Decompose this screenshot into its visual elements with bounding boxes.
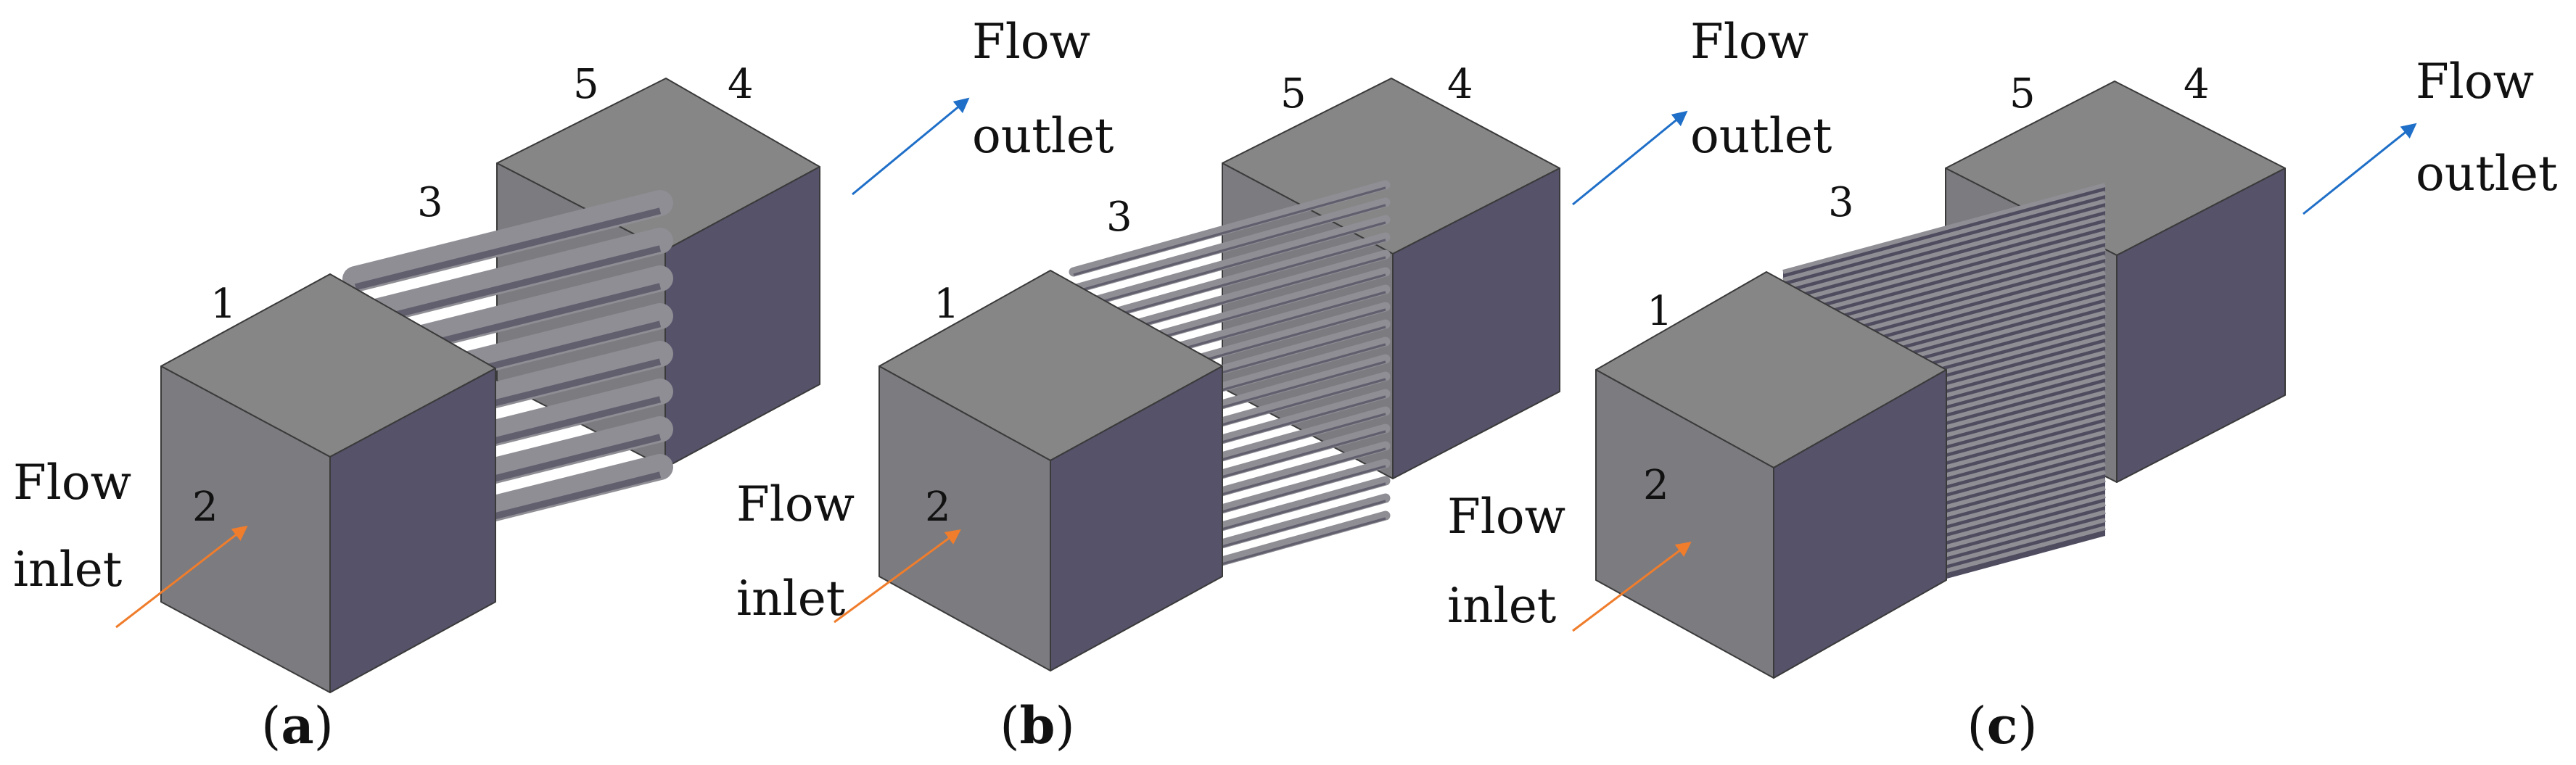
inlet-label-line2: inlet [13, 542, 122, 597]
panel-c: 1 2 3 4 5 Flow inlet Flow outlet (c) [1447, 54, 2557, 756]
outlet-arrow [2303, 123, 2417, 215]
label-5: 5 [573, 61, 599, 108]
label-4: 4 [728, 61, 754, 108]
outlet-arrow [852, 97, 970, 196]
label-5: 5 [2009, 70, 2036, 117]
tube [1069, 232, 1391, 329]
label-1: 1 [1647, 288, 1673, 335]
tube-shadow [354, 207, 662, 291]
inlet-box-side-face [1050, 365, 1223, 671]
outlet-label-line2: outlet [2416, 146, 2557, 202]
inlet-box-b [878, 270, 1223, 671]
tube [342, 190, 673, 292]
inlet-label-line2: inlet [736, 571, 845, 627]
label-4: 4 [2184, 61, 2210, 108]
label-2: 2 [192, 484, 218, 531]
inlet-label-line2: inlet [1447, 578, 1556, 634]
inlet-label-line1: Flow [736, 476, 855, 532]
label-1: 1 [934, 281, 960, 328]
tube [1782, 215, 2106, 306]
label-3: 3 [1828, 179, 1854, 226]
tube [1782, 191, 2106, 282]
label-3: 3 [417, 179, 443, 226]
caption-b: (b) [1000, 695, 1075, 756]
label-2: 2 [925, 484, 951, 531]
tube-shadow [354, 245, 662, 328]
tube [1782, 207, 2106, 298]
outlet-box-side-face [1392, 168, 1560, 479]
caption-c: (c) [1967, 695, 2037, 756]
tube-shadow [1073, 204, 1386, 294]
panel-b: 1 2 3 4 5 Flow inlet Flow outlet (b) [736, 14, 1832, 756]
outlet-label-line1: Flow [972, 14, 1090, 70]
label-1: 1 [210, 281, 236, 328]
inlet-box-c [1595, 271, 1947, 679]
inlet-label-line1: Flow [13, 455, 131, 510]
outlet-label-line1: Flow [2416, 54, 2534, 109]
inlet-box-side-face [1773, 369, 1947, 679]
tube [1782, 223, 2106, 314]
outlet-label-line2: outlet [1690, 108, 1832, 164]
inlet-label-line1: Flow [1447, 489, 1565, 545]
inlet-arrow [1572, 541, 1692, 632]
outlet-label-line1: Flow [1690, 14, 1808, 70]
tube [1069, 215, 1391, 312]
outlet-box-b [1222, 78, 1560, 479]
label-4: 4 [1447, 61, 1473, 108]
label-2: 2 [1643, 462, 1669, 509]
outlet-arrow [1572, 110, 1688, 206]
label-3: 3 [1106, 194, 1132, 241]
tube [1069, 197, 1391, 294]
tube [1069, 180, 1391, 277]
inlet-arrow [834, 529, 961, 624]
tube [1782, 183, 2106, 274]
tube [1782, 199, 2106, 290]
tube-shadow [1073, 221, 1386, 311]
inlet-arrow [115, 525, 248, 629]
outlet-label-line2: outlet [972, 108, 1114, 164]
panel-a: 1 2 3 4 5 Flow inlet Flow outlet (a) [13, 14, 1114, 756]
label-5: 5 [1280, 70, 1306, 117]
inlet-box-side-face [329, 368, 496, 693]
tube [342, 228, 673, 330]
tube-shadow [1073, 186, 1386, 276]
caption-a: (a) [261, 695, 334, 756]
outlet-box-side-face [2116, 168, 2286, 483]
tube [1782, 231, 2106, 322]
